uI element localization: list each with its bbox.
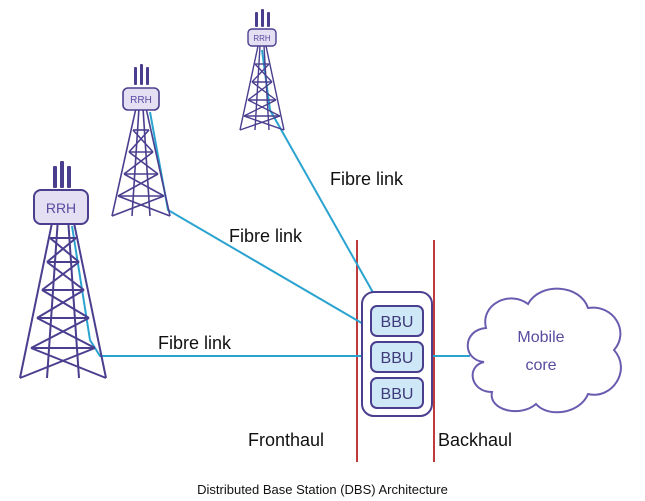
fibre-link-label-bottom: Fibre link (158, 333, 232, 353)
mobile-core-line1: Mobile (517, 329, 564, 346)
bbu-unit-2: BBU (370, 341, 424, 373)
fibre-link-label-middle: Fibre link (229, 226, 303, 246)
tower-medium (111, 107, 171, 217)
bbu-label-1: BBU (381, 314, 414, 331)
bbu-unit-1: BBU (370, 305, 424, 337)
rrh-label-large: RRH (46, 200, 76, 216)
rrh-box-small (247, 28, 277, 47)
rrh-box-medium (122, 87, 160, 111)
rrh-label-medium: RRH (130, 95, 152, 106)
fronthaul-label: Fronthaul (248, 430, 325, 450)
antenna-icon-small (255, 9, 270, 27)
mobile-core-line2: core (525, 357, 556, 374)
tower-large (19, 217, 107, 379)
rrh-box-large (33, 189, 89, 225)
backhaul-label: Backhaul (438, 430, 513, 450)
bbu-label-3: BBU (381, 386, 414, 403)
mobile-core-cloud (466, 287, 622, 414)
bbu-label-2: BBU (381, 350, 414, 367)
fibre-link-small-tower (261, 49, 376, 297)
fibre-link-label-top: Fibre link (330, 169, 404, 189)
bbu-unit-3: BBU (370, 377, 424, 409)
antenna-icon-medium (134, 64, 149, 85)
diagram-caption: Distributed Base Station (DBS) Architect… (197, 482, 448, 497)
tower-small (239, 45, 285, 131)
fibre-link-mid-tower (149, 111, 366, 326)
antenna-icon-large (53, 161, 71, 188)
rrh-label-small: RRH (253, 34, 271, 43)
